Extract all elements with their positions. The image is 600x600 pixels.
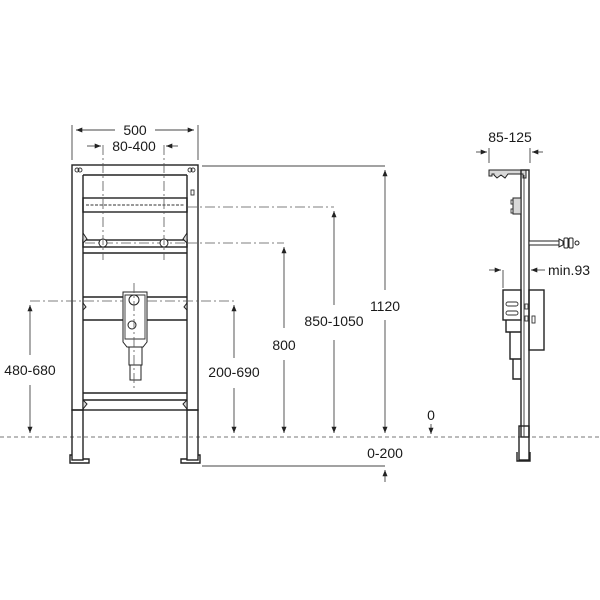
side-depth-label: 85-125 <box>488 129 532 145</box>
min-depth-dimension: min.93 <box>489 262 590 288</box>
fixing-range-label: 80-400 <box>112 138 156 154</box>
bracket-height-dimension: 850-1050 <box>187 206 364 433</box>
min-depth-label: min.93 <box>548 262 590 278</box>
side-view-frame <box>488 169 580 462</box>
bracket-height-label: 850-1050 <box>304 313 363 329</box>
width-dimension-500: 500 <box>71 122 199 160</box>
floor-zero-label: 0 <box>427 407 435 423</box>
crossbar-height-dimension: 800 <box>187 242 296 433</box>
width-label: 500 <box>123 122 147 138</box>
foot-adjust-label: 0-200 <box>367 445 403 461</box>
supply-height-label: 200-690 <box>208 364 260 380</box>
fixing-range-dimension: 80-400 <box>87 138 178 154</box>
waste-height-label: 480-680 <box>4 362 56 378</box>
waste-outlet-bracket <box>122 291 148 381</box>
supply-height-dimension: 200-690 <box>147 300 260 433</box>
side-depth-dimension: 85-125 <box>476 129 543 163</box>
front-view-frame <box>69 145 201 464</box>
crossbar-height-label: 800 <box>272 337 296 353</box>
foot-adjust-dimension: 0-200 <box>202 445 403 482</box>
floor-zero-marker: 0 <box>427 407 435 434</box>
waste-height-dimension: 480-680 <box>4 300 123 433</box>
total-height-dimension: 1120 <box>202 165 400 433</box>
total-height-label: 1120 <box>370 298 400 314</box>
